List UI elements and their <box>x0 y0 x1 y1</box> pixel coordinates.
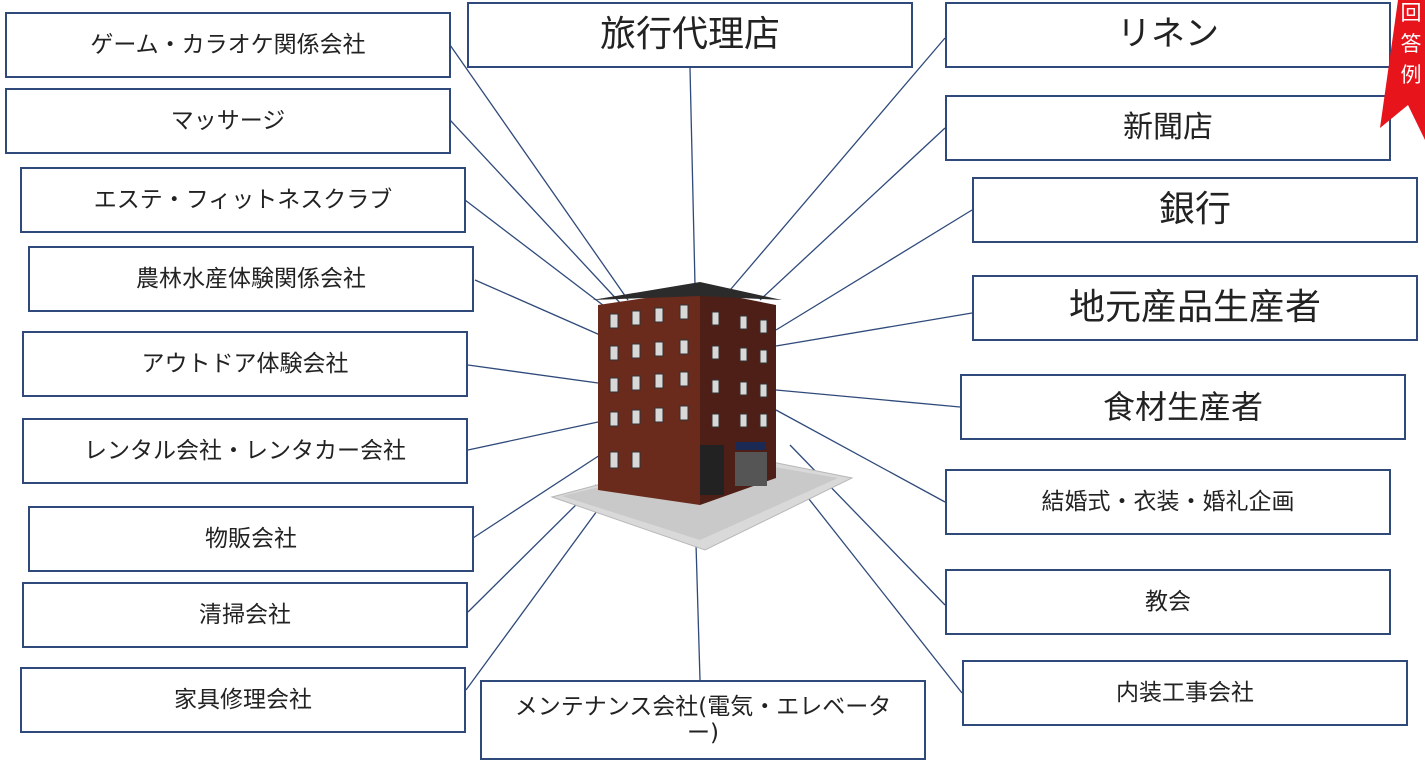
box-newspaper: 新聞店 <box>945 95 1391 161</box>
box-furniture-repair: 家具修理会社 <box>20 667 466 733</box>
box-linen: リネン <box>945 2 1391 68</box>
label-merchandise: 物販会社 <box>205 525 297 552</box>
connector-lines <box>449 37 973 694</box>
box-rental: レンタル会社・レンタカー会社 <box>22 418 468 484</box>
label-furniture-repair: 家具修理会社 <box>174 686 312 713</box>
label-maintenance: メンテナンス会社(電気・エレベーター) <box>514 693 892 746</box>
box-bank: 銀行 <box>972 177 1418 243</box>
connector-travel <box>689 67 696 286</box>
box-game-karaoke: ゲーム・カラオケ関係会社 <box>5 12 451 78</box>
label-church: 教会 <box>1145 588 1191 615</box>
label-massage: マッサージ <box>170 107 286 134</box>
connector-rental <box>467 421 599 451</box>
label-agri-fishery: 農林水産体験関係会社 <box>136 265 366 292</box>
label-cleaning: 清掃会社 <box>199 601 291 628</box>
box-merchandise: 物販会社 <box>28 506 474 572</box>
connector-cleaning <box>467 484 597 613</box>
label-esthetic-fitness: エステ・フィットネスクラブ <box>93 186 393 213</box>
box-massage: マッサージ <box>5 88 451 154</box>
label-newspaper: 新聞店 <box>1123 109 1213 145</box>
apartment-building-image <box>550 282 854 551</box>
ribbon-text: 回 答 例 <box>1398 0 1424 91</box>
box-interior-construction: 内装工事会社 <box>962 660 1408 726</box>
connector-outdoor <box>467 364 599 384</box>
connector-game-karaoke <box>449 44 629 301</box>
answer-example-ribbon <box>1380 0 1425 140</box>
box-cleaning: 清掃会社 <box>22 582 468 648</box>
ribbon-char-1: 回 <box>1400 1 1422 25</box>
connector-furniture <box>465 499 606 691</box>
label-game-karaoke: ゲーム・カラオケ関係会社 <box>90 31 366 58</box>
box-outdoor: アウトドア体験会社 <box>22 331 468 397</box>
ribbon-char-3: 例 <box>1400 63 1422 87</box>
label-interior-construction: 内装工事会社 <box>1116 679 1254 706</box>
connector-bank <box>775 209 973 331</box>
box-local-producers: 地元産品生産者 <box>972 275 1418 341</box>
connector-wedding <box>775 409 946 503</box>
box-church: 教会 <box>945 569 1391 635</box>
connector-merchandise <box>472 454 601 539</box>
connector-local <box>775 312 973 347</box>
label-local-producers: 地元産品生産者 <box>1068 287 1321 329</box>
connector-massage <box>449 119 623 306</box>
ribbon-char-2: 答 <box>1400 32 1422 56</box>
box-agri-fishery: 農林水産体験関係会社 <box>28 246 474 312</box>
connector-newspaper <box>759 127 946 301</box>
label-food-producers: 食材生産者 <box>1102 387 1263 426</box>
box-travel-agency: 旅行代理店 <box>467 2 913 68</box>
label-rental: レンタル会社・レンタカー会社 <box>84 437 406 464</box>
box-esthetic-fitness: エステ・フィットネスクラブ <box>20 167 466 233</box>
label-linen: リネン <box>1117 14 1219 55</box>
box-food-producers: 食材生産者 <box>960 374 1406 440</box>
box-wedding: 結婚式・衣装・婚礼企画 <box>945 469 1391 535</box>
connector-agri <box>474 279 601 336</box>
label-travel-agency: 旅行代理店 <box>599 14 780 56</box>
connector-food <box>775 389 961 408</box>
label-wedding: 結婚式・衣装・婚礼企画 <box>1041 488 1295 515</box>
label-outdoor: アウトドア体験会社 <box>141 350 349 377</box>
label-bank: 銀行 <box>1158 189 1231 231</box>
connector-esthetic <box>464 199 613 313</box>
connector-linen <box>724 37 946 297</box>
box-maintenance: メンテナンス会社(電気・エレベーター) <box>480 680 926 760</box>
connector-interior <box>789 474 963 694</box>
